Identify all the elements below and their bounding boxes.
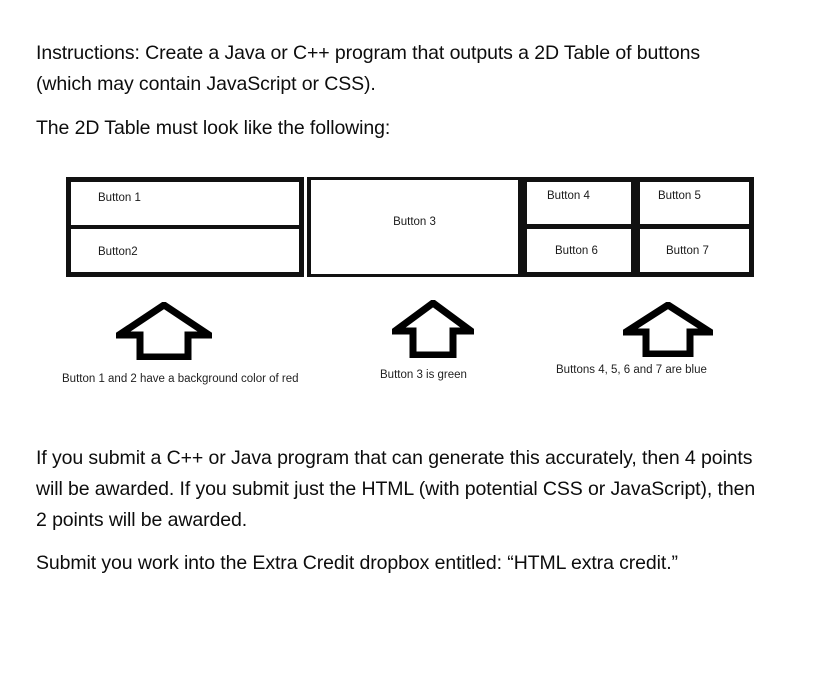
table-cell-button-7: Button 7 xyxy=(640,229,749,272)
table-cell-button-2: Button2 xyxy=(71,229,299,272)
up-arrow-outline-icon xyxy=(384,298,482,363)
table-cell-button-3-label: Button 3 xyxy=(393,216,436,228)
up-arrow-outline-icon xyxy=(107,300,221,365)
table-cell-button-2-label: Button2 xyxy=(98,246,138,258)
table-cell-button-7-label: Button 7 xyxy=(666,245,709,257)
annotation-caption-green: Button 3 is green xyxy=(380,369,467,381)
table-cell-button-6: Button 6 xyxy=(527,229,631,272)
table-column-left: Button 1 Button2 xyxy=(66,177,304,277)
points-paragraph: If you submit a C++ or Java program that… xyxy=(36,447,756,531)
annotation-caption-blue: Buttons 4, 5, 6 and 7 are blue xyxy=(556,364,707,376)
table-column-right: Button 4 Button 5 Button 6 Button 7 xyxy=(522,177,754,277)
table-cell-button-4-label: Button 4 xyxy=(547,190,590,202)
submit-paragraph: Submit you work into the Extra Credit dr… xyxy=(36,552,678,574)
up-arrow-outline-icon xyxy=(614,300,722,362)
annotation-caption-red: Button 1 and 2 have a background color o… xyxy=(62,373,299,385)
table-cell-button-1-label: Button 1 xyxy=(98,192,141,204)
table-cell-button-5: Button 5 xyxy=(640,182,749,224)
table-intro-paragraph: The 2D Table must look like the followin… xyxy=(36,117,391,139)
table-cell-button-3: Button 3 xyxy=(311,180,518,274)
table-cell-button-5-label: Button 5 xyxy=(658,190,701,202)
table-cell-button-1: Button 1 xyxy=(71,182,299,225)
table-cell-button-6-label: Button 6 xyxy=(555,245,598,257)
instructions-paragraph: Instructions: Create a Java or C++ progr… xyxy=(36,42,700,95)
button-table-diagram: Button 1 Button2 Button 3 Button 4 Butto… xyxy=(66,177,754,277)
table-cell-button-4: Button 4 xyxy=(527,182,631,224)
table-column-middle: Button 3 xyxy=(307,177,522,277)
